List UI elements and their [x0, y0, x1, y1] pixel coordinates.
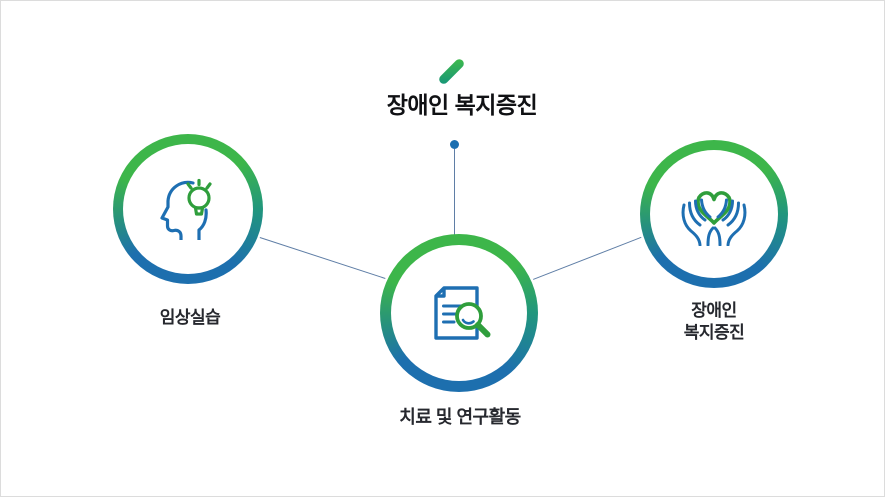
head-lightbulb-icon: [160, 178, 212, 240]
node-clinical-practice-inner: [123, 144, 253, 274]
node-clinical-practice: [113, 134, 263, 284]
label-welfare-promotion-line2: 복지증진: [683, 323, 745, 342]
label-clinical-practice: 임상실습: [159, 308, 221, 327]
node-welfare-promotion: [640, 140, 788, 288]
label-treatment-research: 치료 및 연구활동: [399, 407, 521, 427]
node-treatment-research-inner: [391, 245, 527, 381]
diagram-title: 장애인 복지증진: [386, 92, 538, 118]
connector-vertical-line: [454, 149, 455, 237]
connector-line-right: [533, 236, 642, 280]
hands-heart-icon: [681, 191, 747, 246]
label-welfare-promotion: 장애인 복지증진: [614, 300, 814, 344]
connector-dot: [450, 140, 459, 149]
label-welfare-promotion-line1: 장애인: [691, 301, 737, 320]
green-slash-icon: [437, 57, 466, 86]
document-magnifier-icon: [434, 286, 491, 340]
node-treatment-research: [380, 234, 538, 392]
node-welfare-promotion-inner: [650, 150, 778, 278]
connector-line-left: [259, 237, 386, 279]
